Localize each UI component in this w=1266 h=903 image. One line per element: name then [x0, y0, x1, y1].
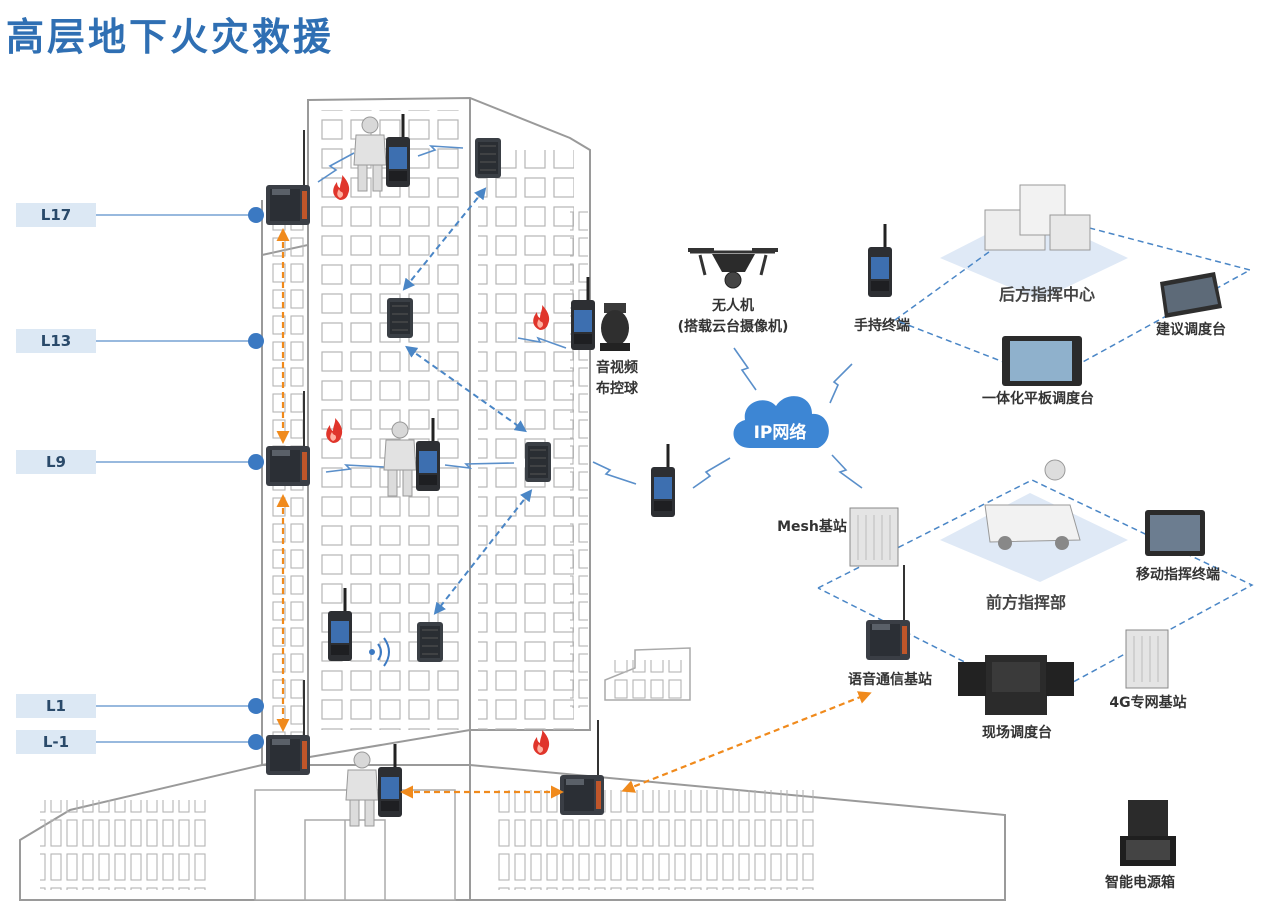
- svg-text:L17: L17: [41, 206, 71, 224]
- suggest-console-label: 建议调度台: [1156, 321, 1226, 338]
- handheld-outside: [649, 442, 677, 519]
- podium-building: [19, 764, 1006, 901]
- lte-station-label: 4G专网基站: [1109, 694, 1186, 711]
- ip-network-cloud: IP网络: [733, 396, 829, 448]
- base-station-l17: [265, 129, 311, 226]
- blue-link-mesh: [402, 187, 533, 615]
- floor-label-l1: L1: [16, 694, 264, 718]
- rear-command-area: [894, 184, 1253, 381]
- svg-text:L13: L13: [41, 332, 71, 350]
- mobile-terminal-label: 移动指挥终端: [1136, 566, 1220, 583]
- floor-label-l17: L17: [16, 203, 264, 227]
- svg-text:L-1: L-1: [43, 733, 69, 751]
- power-box-label: 智能电源箱: [1104, 874, 1175, 891]
- fire-icon-ground: [533, 730, 550, 755]
- front-command-label: 前方指挥部: [986, 593, 1066, 612]
- floor-label-l13: L13: [16, 329, 264, 353]
- svg-text:IP网络: IP网络: [754, 422, 807, 443]
- power-box-icon: [1120, 800, 1176, 866]
- svg-text:L9: L9: [46, 453, 66, 471]
- floor-label-l9: L9: [16, 450, 264, 474]
- page-title: 高层地下火灾救援: [6, 15, 335, 59]
- tablet-console-icon: [1002, 336, 1082, 386]
- wireless-links: [317, 145, 863, 489]
- voice-station-label: 语音通信基站: [848, 671, 932, 688]
- high-rise-building: [261, 96, 591, 770]
- voice-station-icon: [865, 564, 911, 661]
- ptz-label-2: 布控球: [596, 380, 639, 397]
- relay-radio-3: [524, 441, 552, 483]
- drone-label-2: (搭载云台摄像机): [678, 318, 789, 335]
- base-station-ground: [559, 719, 605, 816]
- mobile-terminal-icon: [1145, 510, 1205, 556]
- orange-link-field: [621, 691, 872, 793]
- relay-radio-2: [386, 297, 414, 339]
- background-building: [604, 647, 691, 701]
- ptz-camera: [600, 303, 630, 351]
- mesh-station-icon: [849, 507, 899, 567]
- suggest-console-icon: [1160, 272, 1222, 318]
- drone-icon: [688, 248, 778, 289]
- site-console-icon: [958, 655, 1074, 715]
- lte-station-icon: [1125, 629, 1169, 689]
- handheld-terminal: [866, 222, 894, 299]
- handheld-label: 手持终端: [854, 317, 910, 334]
- site-console-label: 现场调度台: [982, 724, 1052, 741]
- ptz-label-1: 音视频: [596, 359, 638, 376]
- handheld-bottom: [376, 742, 404, 819]
- front-command-area: [817, 459, 1254, 701]
- mesh-label: Mesh基站: [777, 518, 847, 535]
- signal-icon: [369, 637, 390, 667]
- svg-text:L1: L1: [46, 697, 66, 715]
- tablet-console-label: 一体化平板调度台: [982, 390, 1094, 407]
- rear-command-label: 后方指挥中心: [999, 285, 1095, 304]
- relay-radio-1: [474, 137, 502, 179]
- drone-label-1: 无人机: [711, 297, 754, 314]
- relay-radio-4: [416, 621, 444, 663]
- floor-label-l-1: L-1: [16, 730, 264, 754]
